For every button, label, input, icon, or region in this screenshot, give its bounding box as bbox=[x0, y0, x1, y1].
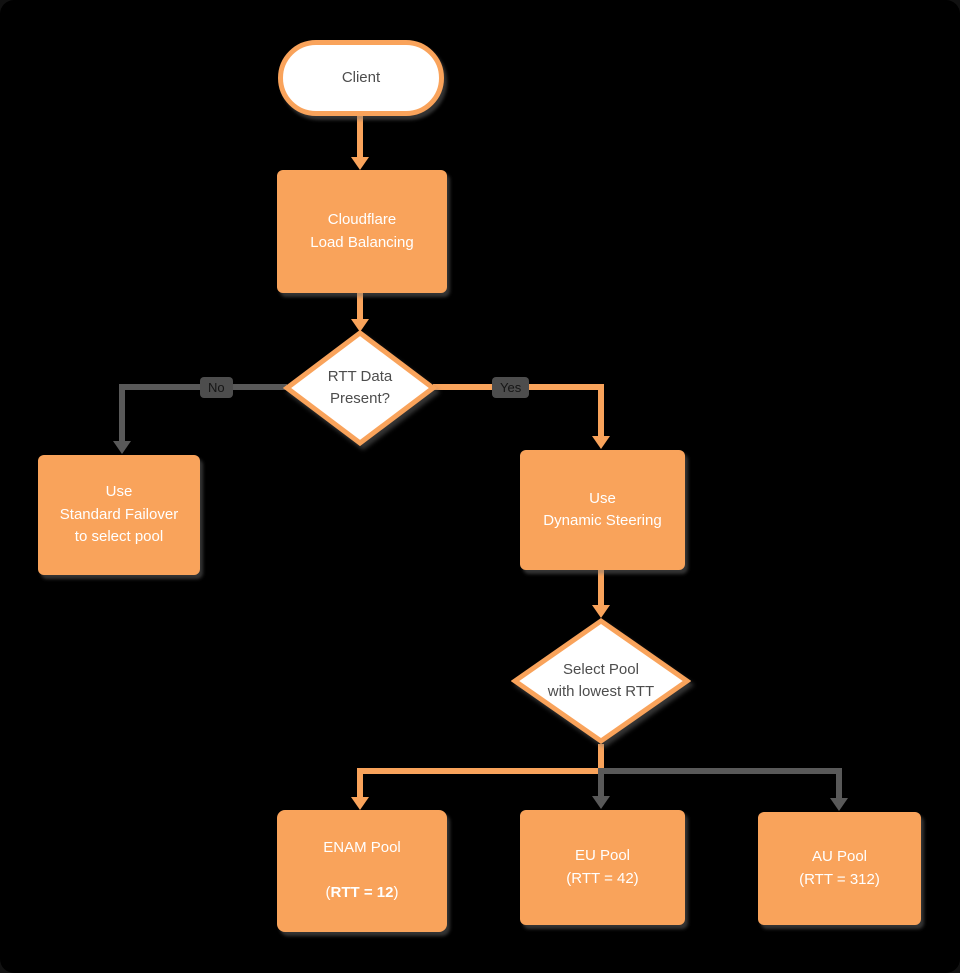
enam-paren-close: ) bbox=[393, 884, 399, 902]
rtt-decision-label: RTT Data Present? bbox=[327, 368, 393, 407]
edge-drop-au bbox=[836, 768, 842, 800]
edge-client-to-loadbalancing bbox=[357, 114, 363, 160]
edge-drop-enam bbox=[357, 768, 363, 798]
decision-diamond-select-pool bbox=[511, 617, 691, 745]
enam-rtt-value: RTT = 12 bbox=[330, 884, 394, 902]
arrowhead-to-rtt-decision bbox=[351, 319, 369, 332]
arrowhead-to-select-pool bbox=[592, 605, 610, 618]
eu-pool-label: EU Pool (RTT = 42) bbox=[566, 847, 639, 887]
client-label: Client bbox=[341, 68, 381, 86]
au-pool-label: AU Pool (RTT = 312) bbox=[799, 848, 880, 888]
edge-label-no: No bbox=[200, 377, 233, 398]
arrowhead-to-enam-pool bbox=[351, 797, 369, 810]
edge-label-yes: Yes bbox=[492, 377, 530, 398]
edge-steering-to-selectpool bbox=[598, 570, 604, 608]
node-dynamic-steering: Use Dynamic Steering bbox=[520, 450, 685, 570]
edge-selectpool-stub bbox=[598, 744, 604, 774]
edge-drop-eu bbox=[598, 768, 604, 796]
arrowhead-to-standard-failover bbox=[113, 441, 131, 454]
edge-no-vertical bbox=[119, 384, 125, 442]
arrowhead-to-loadbalancing bbox=[351, 157, 369, 170]
standard-failover-label: Use Standard Failover to select pool bbox=[59, 483, 179, 546]
edge-loadbalancing-to-rtt bbox=[357, 293, 363, 321]
enam-paren-open: ( bbox=[325, 884, 331, 902]
arrowhead-to-au-pool bbox=[830, 798, 848, 811]
enam-pool-rtt: (RTT = 12) bbox=[323, 882, 401, 905]
edge-fanout-right-horizontal bbox=[604, 768, 842, 774]
edge-fanout-left-horizontal bbox=[357, 768, 604, 774]
node-client: Client bbox=[278, 40, 444, 116]
node-standard-failover: Use Standard Failover to select pool bbox=[38, 455, 200, 575]
node-cloudflare-load-balancing: Cloudflare Load Balancing bbox=[277, 170, 447, 293]
select-pool-label: Select Pool with lowest RTT bbox=[547, 661, 655, 700]
node-enam-pool: ENAM Pool (RTT = 12) bbox=[277, 810, 447, 932]
arrowhead-to-eu-pool bbox=[592, 796, 610, 809]
decision-diamond-rtt bbox=[283, 329, 437, 447]
edge-yes-vertical bbox=[598, 384, 604, 438]
dynamic-steering-label: Use Dynamic Steering bbox=[543, 489, 662, 530]
node-eu-pool: EU Pool (RTT = 42) bbox=[520, 810, 685, 925]
arrowhead-to-dynamic-steering bbox=[592, 436, 610, 449]
node-au-pool: AU Pool (RTT = 312) bbox=[758, 812, 921, 925]
load-balancing-label: Cloudflare Load Balancing bbox=[310, 211, 414, 251]
enam-pool-name: ENAM Pool bbox=[323, 839, 401, 857]
